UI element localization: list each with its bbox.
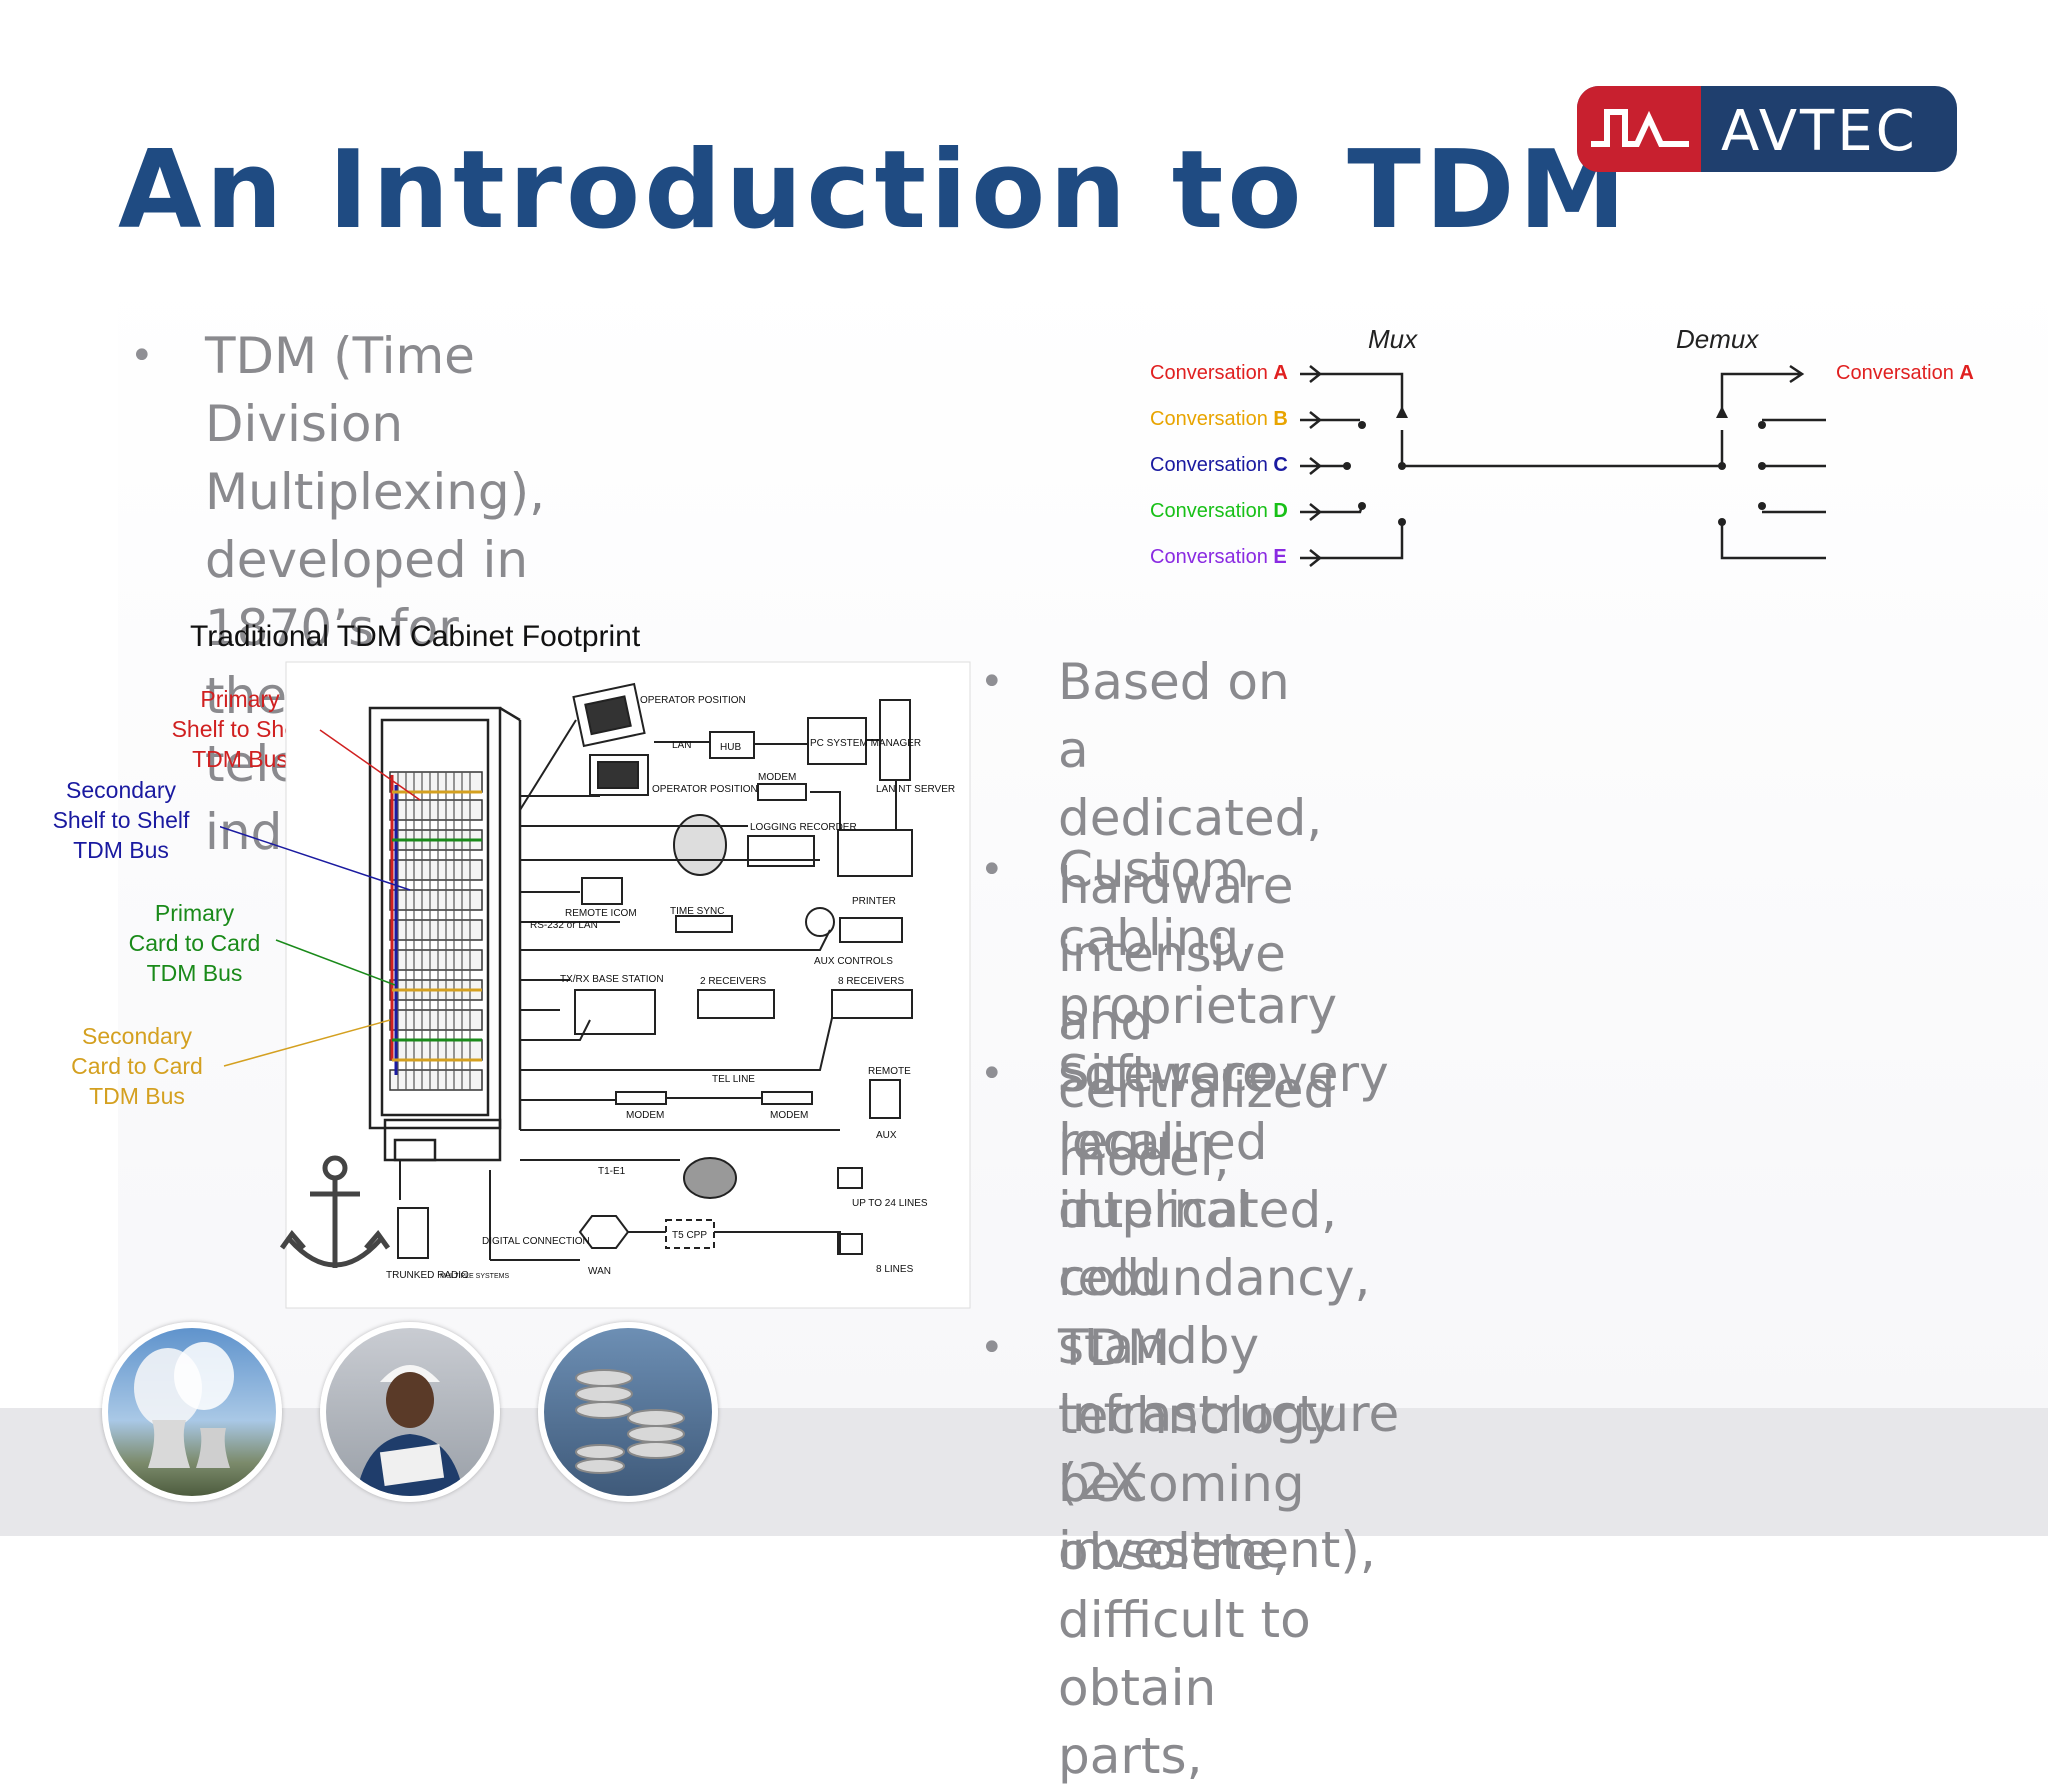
worker-graphic [356, 1365, 464, 1496]
label-primary-card-bus: Primary Card to Card TDM Bus [128, 900, 261, 986]
anchor-icon [279, 1155, 391, 1268]
label-leader-lines [220, 729, 421, 1067]
label-up-to-24-lines: UP TO 24 LINES [852, 1198, 928, 1209]
label-two-receivers: 2 RECEIVERS [700, 976, 766, 987]
bullet-text: TDM technology becoming obsolete, diffic… [1058, 1319, 1336, 1785]
label-rs232-or-lan: RS-232 or LAN [530, 920, 598, 931]
mux-wiring [1300, 364, 1826, 567]
mux-demux-diagram: Mux Demux Conversation A Conversation B … [1150, 324, 1974, 568]
input-label-b: Conversation B [1150, 408, 1288, 430]
label-remote: REMOTE [868, 1066, 911, 1077]
label-operator-position: OPERATOR POSITION [640, 695, 746, 706]
label-eight-lines: 8 LINES [876, 1264, 914, 1275]
label-t5-cpp: T5 CPP [672, 1230, 707, 1241]
output-label-a: Conversation A [1836, 362, 1974, 384]
label-secondary-shelf-bus: Secondary Shelf to Shelf TDM Bus [52, 777, 190, 863]
cooling-towers-graphic [134, 1342, 234, 1468]
label-remote-icom: REMOTE ICOM [565, 908, 637, 919]
input-label-d: Conversation D [1150, 500, 1288, 522]
bullet-text: Based on a dedicated, hardware intensive… [1058, 653, 1336, 1187]
power-plant-photo [102, 1322, 282, 1502]
label-modem: MODEM [758, 772, 796, 783]
bullet-marker: • [130, 333, 154, 379]
insulators-graphic [575, 1369, 685, 1474]
bus-lines [390, 775, 482, 1075]
demux-label: Demux [1676, 324, 1759, 354]
industrial-equipment-photo [538, 1322, 718, 1502]
slide-title: An Introduction to TDM [118, 128, 1630, 253]
label-eight-receivers: 8 RECEIVERS [838, 976, 904, 987]
cabinet-rack [368, 706, 522, 1162]
footer-band [0, 1408, 2048, 1536]
bullet-text: Custom cabling, proprietary software, lo… [1058, 841, 1371, 1307]
label-time-sync: TIME SYNC [670, 906, 724, 917]
bullet-marker: • [980, 1051, 1004, 1097]
cabinet-shelves [389, 771, 483, 1091]
bullet-marker: • [980, 659, 1004, 705]
label-t1-e1: T1-E1 [598, 1166, 626, 1177]
label-lan: LAN [672, 740, 691, 751]
label-lan-nt-server: LAN NT SERVER [876, 784, 955, 795]
equipment [397, 682, 913, 1261]
label-aux-controls: AUX CONTROLS [814, 956, 893, 967]
bullet-marker: • [980, 1325, 1004, 1371]
label-modem-right: MODEM [770, 1110, 808, 1121]
label-txrx-base-station: TX/RX BASE STATION [560, 974, 664, 985]
tdm-cabinet-diagram: OPERATOR POSITION LAN HUB PC SYSTEM MANA… [220, 661, 971, 1309]
bullet-marker: • [980, 847, 1004, 893]
mux-label: Mux [1368, 324, 1418, 354]
label-multiple-systems: MULTIPLE SYSTEMS [440, 1273, 509, 1280]
label-pc-system-manager: PC SYSTEM MANAGER [810, 738, 921, 749]
label-trunked-radio: TRUNKED RADIO [386, 1270, 469, 1281]
equipment-labels: OPERATOR POSITION LAN HUB PC SYSTEM MANA… [386, 695, 955, 1281]
label-modem-left: MODEM [626, 1110, 664, 1121]
input-label-a: Conversation A [1150, 362, 1288, 384]
card-slots [397, 772, 471, 1090]
worker-photo [320, 1322, 500, 1502]
cabinet-title: Traditional TDM Cabinet Footprint [190, 620, 641, 653]
label-secondary-card-bus: Secondary Card to Card TDM Bus [71, 1023, 203, 1109]
input-label-c: Conversation C [1150, 454, 1288, 476]
logo-text: AVTEC [1721, 99, 1918, 164]
label-logging-recorder: LOGGING RECORDER [750, 822, 857, 833]
label-aux: AUX [876, 1130, 897, 1141]
input-label-e: Conversation E [1150, 546, 1287, 568]
label-operator-position-2: OPERATOR POSITION [652, 784, 758, 795]
label-printer: PRINTER [852, 896, 896, 907]
label-wan: WAN [588, 1266, 611, 1277]
label-hub: HUB [720, 742, 741, 753]
label-tel-line: TEL LINE [712, 1074, 755, 1085]
avtec-logo: AVTEC [1577, 86, 1957, 172]
label-digital-connection: DIGITAL CONNECTION [482, 1236, 590, 1247]
mux-contacts [1343, 406, 1766, 526]
